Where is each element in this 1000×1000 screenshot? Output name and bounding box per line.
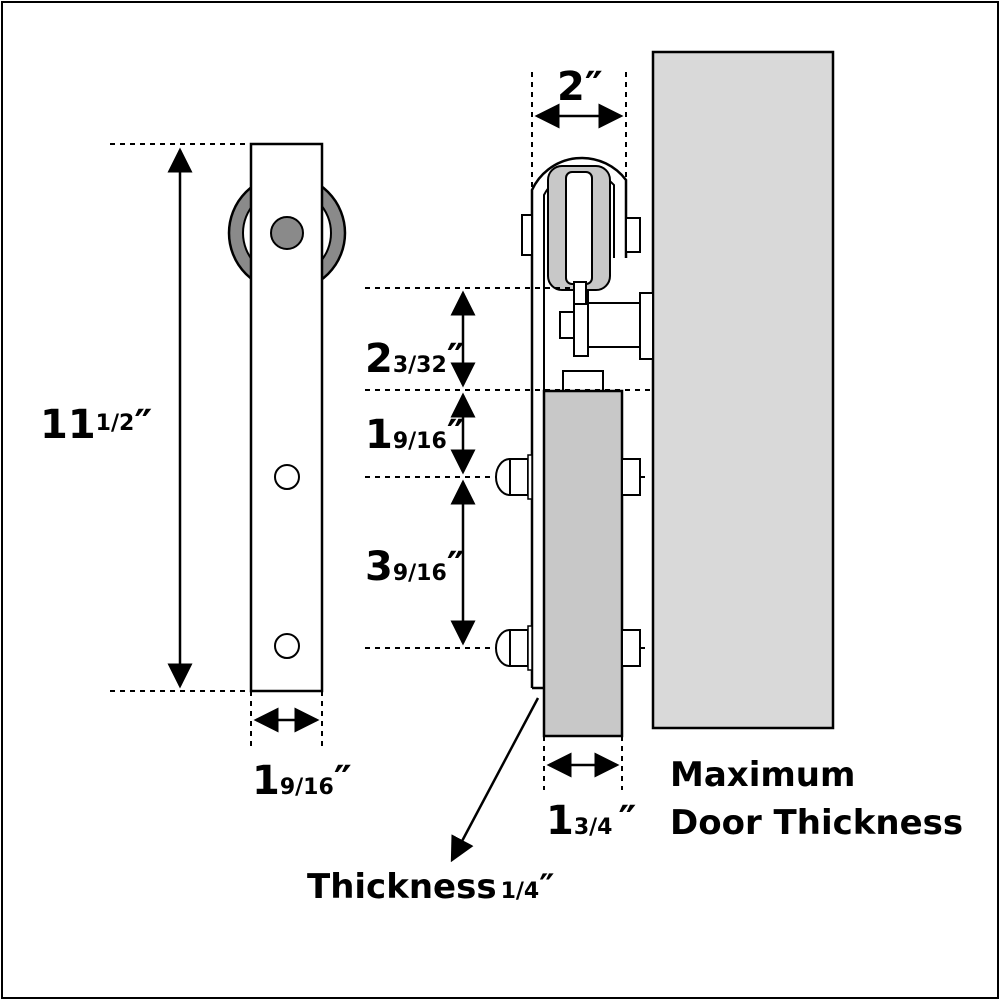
wall-spacer xyxy=(559,289,654,360)
strap-width-label: 19/16″ xyxy=(252,758,352,804)
upper-bolt xyxy=(494,454,641,500)
wheel-side-view xyxy=(521,165,641,305)
top-to-bolt-label: 19/16″ xyxy=(365,412,465,458)
mounting-hole-top xyxy=(274,464,300,490)
top-block xyxy=(562,370,604,393)
wheel-width-dimension xyxy=(531,72,627,190)
wheel-to-bolt-label: 23/32″ xyxy=(365,336,465,382)
height-dimension xyxy=(110,143,251,692)
door-thickness-dimension xyxy=(543,736,623,790)
door-cross-section xyxy=(542,389,624,738)
door-slab xyxy=(651,50,835,730)
bolt-spacing-label: 39/16″ xyxy=(365,544,465,590)
door-thickness-label: 13/4″ xyxy=(546,798,636,844)
strap-width-dimension xyxy=(250,691,323,750)
wheel-width-label: 2″ xyxy=(557,64,603,110)
thickness-leader-arrow xyxy=(450,697,540,863)
strap-side-profile xyxy=(530,156,628,688)
max-door-label-line1: Maximum xyxy=(670,755,855,795)
vertical-dimensions xyxy=(365,287,650,649)
axle-bolt xyxy=(270,216,304,250)
max-door-label-line2: Door Thickness xyxy=(670,803,963,843)
lower-bolt xyxy=(494,625,641,671)
mounting-hole-bottom xyxy=(274,633,300,659)
height-label: 111/2″ xyxy=(40,402,152,448)
front-view xyxy=(227,142,347,693)
